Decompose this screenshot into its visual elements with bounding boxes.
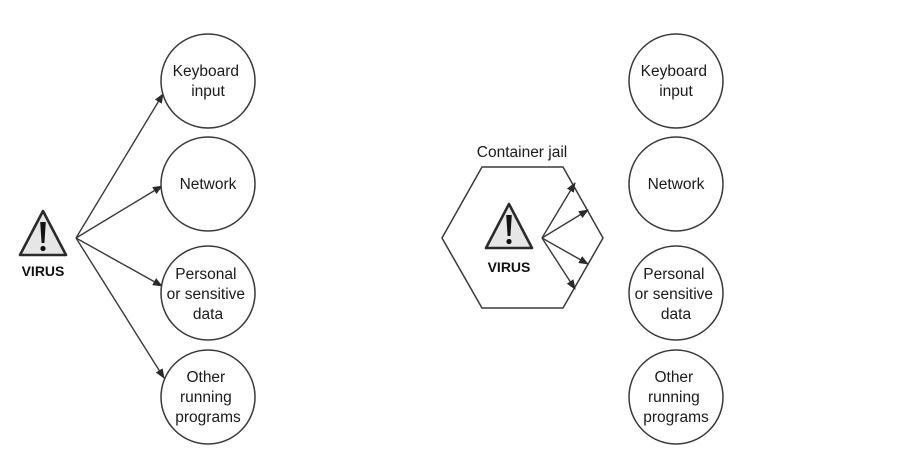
resource-network: Network	[628, 136, 724, 232]
resource-label-line: or sensitive	[167, 286, 245, 303]
right-panel: Container jail VIRUS Keyboard inpu	[441, 33, 724, 445]
arrow-to-running-programs	[75, 237, 165, 379]
resource-personal-data: Personal or sensitive data	[160, 245, 256, 341]
svg-text:Network: Network	[648, 176, 705, 193]
resource-label-line: programs	[175, 409, 241, 426]
resource-personal-data: Personal or sensitive data	[628, 245, 724, 341]
virus-icon-right: VIRUS	[484, 202, 534, 275]
arrow-to-network	[75, 185, 163, 239]
warning-triangle-icon	[18, 209, 68, 257]
resource-running-programs: Other running programs	[160, 349, 256, 445]
resource-label-line: running	[648, 389, 700, 406]
resource-label-line: data	[661, 306, 692, 323]
resource-running-programs: Other running programs	[628, 349, 724, 445]
container-jail-label: Container jail	[477, 144, 567, 161]
right-arrows	[541, 182, 589, 290]
resource-label-line: Keyboard	[641, 63, 707, 80]
blocked-arrow-up-right	[541, 209, 589, 239]
resource-label-line: Other	[186, 369, 225, 386]
resource-label-line: Other	[654, 369, 693, 386]
blocked-arrow-down	[541, 237, 576, 290]
resource-label-line: data	[193, 306, 224, 323]
left-arrows	[75, 93, 165, 379]
resource-label-line: programs	[643, 409, 709, 426]
resource-label-line: input	[191, 83, 225, 100]
blocked-arrow-up	[541, 182, 576, 239]
resource-keyboard-input: Keyboard input	[160, 33, 256, 129]
resource-label-line: Network	[180, 176, 237, 193]
svg-text:Personal or sensitiv: Personal or sensitive data	[635, 266, 718, 323]
svg-text:Keyboard input: Keyboard input	[173, 63, 244, 100]
svg-text:Other running: Other running programs	[175, 369, 241, 426]
resource-network: Network	[160, 136, 256, 232]
arrow-to-personal-data	[75, 237, 163, 287]
resource-label-line: input	[659, 83, 693, 100]
svg-text:Other running: Other running programs	[643, 369, 709, 426]
arrow-to-keyboard-input	[75, 93, 164, 239]
right-resources: Keyboard input Network Personal or sensi…	[628, 33, 724, 445]
svg-text:Personal or sensitiv: Personal or sensitive data	[167, 266, 250, 323]
resource-label-line: running	[180, 389, 232, 406]
resource-keyboard-input: Keyboard input	[628, 33, 724, 129]
warning-triangle-icon	[484, 202, 534, 250]
svg-text:Keyboard input: Keyboard input	[641, 63, 712, 100]
left-panel: VIRUS Keyboard input Network Personal	[18, 33, 256, 445]
blocked-arrow-down-right	[541, 237, 589, 265]
svg-text:Network: Network	[180, 176, 237, 193]
resource-label-line: Personal	[175, 266, 236, 283]
left-resources: Keyboard input Network Personal or sensi…	[160, 33, 256, 445]
resource-label-line: Personal	[643, 266, 704, 283]
resource-label-line: Network	[648, 176, 705, 193]
virus-label: VIRUS	[488, 259, 531, 275]
resource-label-line: Keyboard	[173, 63, 239, 80]
virus-icon-left: VIRUS	[18, 209, 68, 279]
virus-label: VIRUS	[22, 263, 65, 279]
resource-label-line: or sensitive	[635, 286, 713, 303]
